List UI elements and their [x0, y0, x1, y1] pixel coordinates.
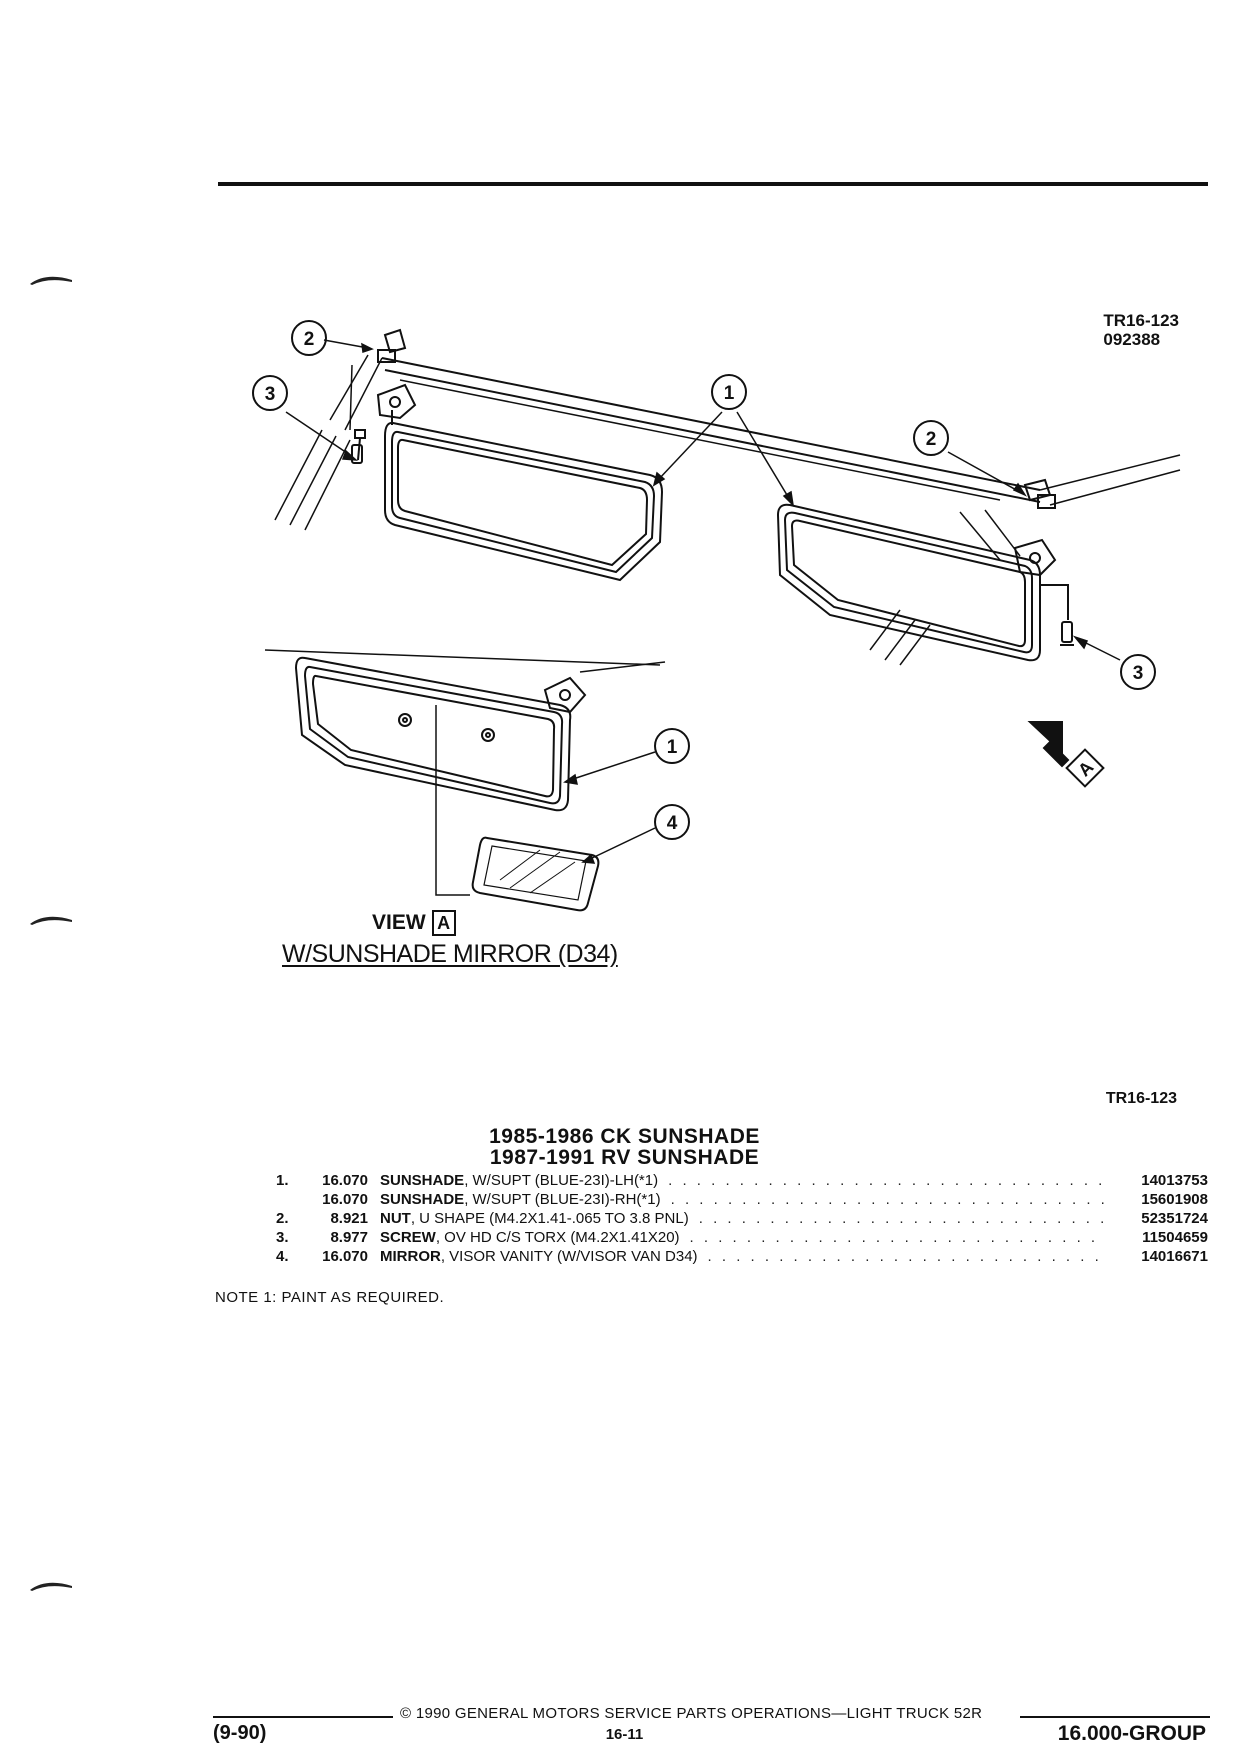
parts-row: 4. 16.070 MIRROR , VISOR VANITY (W/VISOR… [276, 1247, 1208, 1266]
parts-row: 16.070 SUNSHADE , W/SUPT (BLUE-23I)-RH(*… [276, 1190, 1208, 1209]
sunshade-illustration: 2 3 1 2 3 1 4 A [252, 320, 1181, 912]
copyright-line: © 1990 GENERAL MOTORS SERVICE PARTS OPER… [400, 1705, 983, 1722]
part-name: SCREW [380, 1229, 436, 1246]
part-group-code: 16.070 [322, 1191, 368, 1208]
callout-2-left: 2 [291, 320, 327, 356]
callout-1-view: 1 [654, 728, 690, 764]
view-word: VIEW [372, 911, 426, 934]
part-number: 14013753 [1141, 1172, 1208, 1189]
right-nut [1023, 478, 1056, 509]
part-name: MIRROR [380, 1248, 441, 1265]
left-sunshade-drawing [376, 383, 664, 582]
part-number: 11504659 [1142, 1229, 1208, 1246]
svg-text:3: 3 [1133, 663, 1144, 684]
callout-3-left: 3 [252, 375, 288, 411]
leader-lines [285, 339, 1121, 864]
binder-mark [30, 1582, 72, 1591]
footer-group: 16.000-GROUP [1057, 1722, 1206, 1745]
callout-2-right: 2 [913, 420, 949, 456]
header-rule [218, 182, 1208, 186]
leader-dots [668, 1171, 1106, 1190]
part-description: , VISOR VANITY (W/VISOR VAN D34) [440, 1248, 698, 1265]
svg-text:2: 2 [926, 429, 937, 450]
binder-mark [30, 916, 72, 925]
left-nut [377, 328, 407, 363]
parts-row: 1. 16.070 SUNSHADE , W/SUPT (BLUE-23I)-L… [276, 1171, 1208, 1190]
svg-text:1: 1 [724, 383, 735, 404]
part-item-number: 2. [276, 1210, 289, 1227]
part-name: SUNSHADE [380, 1172, 465, 1189]
figure-ref-bottom: TR16-123 [1105, 1090, 1177, 1107]
part-number: 15601908 [1141, 1191, 1208, 1208]
view-a-sunshade [264, 649, 666, 896]
section-title-rv: 1987-1991 RV SUNSHADE [489, 1146, 760, 1169]
parts-row: 2. 8.921 NUT , U SHAPE (M4.2X1.41-.065 T… [276, 1209, 1208, 1228]
part-description: , W/SUPT (BLUE-23I)-LH(*1) [464, 1172, 659, 1189]
view-letter-box: A [431, 910, 456, 936]
section-titles: 1985-1986 CK SUNSHADE 1987-1991 RV SUNSH… [0, 1126, 1249, 1168]
footer-rule-right [1020, 1716, 1210, 1718]
part-description: , OV HD C/S TORX (M4.2X1.41X20) [435, 1229, 680, 1246]
part-number: 14016671 [1141, 1248, 1208, 1265]
parts-row: 3. 8.977 SCREW , OV HD C/S TORX (M4.2X1.… [276, 1228, 1208, 1247]
svg-text:3: 3 [265, 384, 276, 405]
svg-text:4: 4 [667, 813, 678, 834]
svg-text:1: 1 [667, 737, 678, 758]
view-a-arrow: A [1027, 721, 1105, 788]
part-item-number: 3. [276, 1229, 289, 1246]
leader-dots [708, 1247, 1106, 1266]
callout-1-top: 1 [711, 374, 747, 410]
figure-ref-date: 092388 [1103, 330, 1161, 349]
figure-ref-code: TR16-123 092388 [1103, 311, 1179, 349]
left-screw [351, 429, 366, 464]
part-description: , U SHAPE (M4.2X1.41-.065 TO 3.8 PNL) [410, 1210, 689, 1227]
vanity-mirror-drawing [471, 836, 600, 912]
part-group-code: 16.070 [322, 1248, 368, 1265]
part-name: NUT [380, 1210, 411, 1227]
footer-rule-left [213, 1716, 393, 1718]
parts-list: 1. 16.070 SUNSHADE , W/SUPT (BLUE-23I)-L… [276, 1171, 1208, 1266]
part-group-code: 16.070 [322, 1172, 368, 1189]
svg-text:2: 2 [304, 329, 315, 350]
callout-3-right: 3 [1120, 654, 1156, 690]
part-group-code: 8.977 [330, 1229, 368, 1246]
right-sunshade-drawing [776, 503, 1069, 662]
part-name: SUNSHADE [380, 1191, 465, 1208]
part-item-number: 1. [276, 1172, 289, 1189]
part-description: , W/SUPT (BLUE-23I)-RH(*1) [464, 1191, 661, 1208]
part-group-code: 8.921 [330, 1210, 368, 1227]
section-title-ck: 1985-1986 CK SUNSHADE [489, 1125, 760, 1148]
leader-dots [671, 1190, 1106, 1209]
binder-mark [30, 276, 72, 285]
view-label: VIEW A [372, 910, 456, 936]
part-number: 52351724 [1141, 1210, 1208, 1227]
leader-dots [690, 1228, 1106, 1247]
leader-dots [699, 1209, 1106, 1228]
footer-date-code: (9-90) [213, 1722, 267, 1744]
left-pillar [274, 354, 383, 531]
right-screw [1060, 621, 1074, 646]
roof-rail [381, 357, 1181, 506]
paint-note: NOTE 1: PAINT AS REQUIRED. [215, 1289, 445, 1306]
part-item-number: 4. [276, 1248, 289, 1265]
footer-page-number: 16-11 [605, 1726, 644, 1743]
callout-4-view: 4 [654, 804, 690, 840]
view-caption: W/SUNSHADE MIRROR (D34) [282, 940, 618, 968]
figure-ref-id: TR16-123 [1103, 311, 1179, 330]
